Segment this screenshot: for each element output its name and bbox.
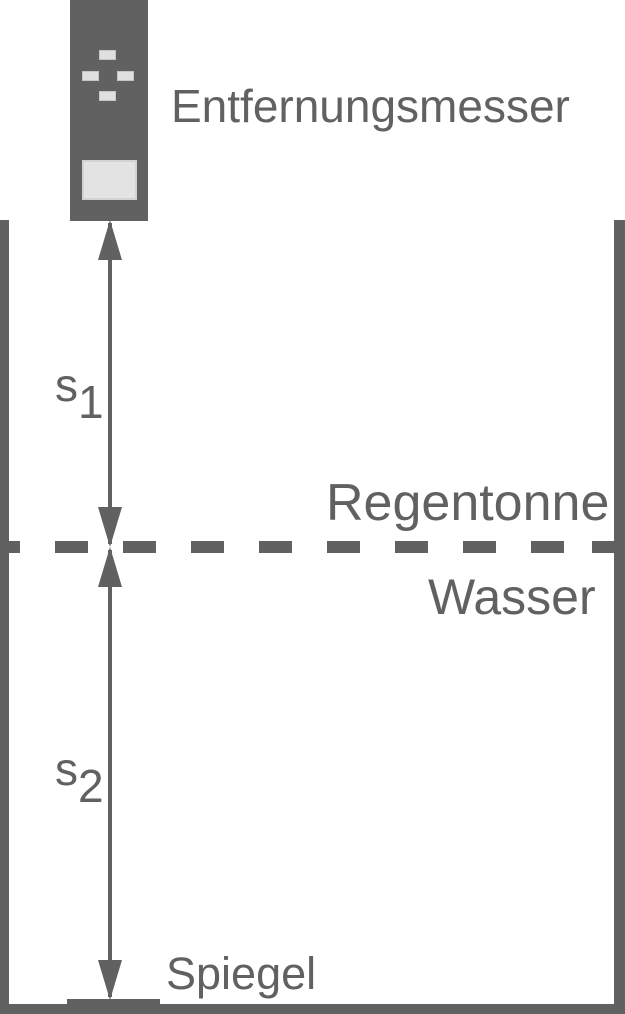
mirror	[67, 999, 160, 1005]
s2-subscript: 2	[78, 760, 104, 812]
s2-label: s2	[55, 743, 104, 809]
arrow-shaft	[108, 223, 112, 544]
barrel-bottom	[0, 1004, 625, 1014]
arrow-shaft	[108, 550, 112, 997]
device-button-left	[82, 71, 99, 81]
rangefinder-device-icon	[70, 0, 148, 221]
rangefinder-label: Entfernungsmesser	[171, 80, 570, 132]
water-surface-dashed-line	[9, 541, 614, 553]
device-button-right	[117, 71, 134, 81]
s1-measure-arrow	[97, 220, 123, 547]
s1-subscript: 1	[78, 376, 104, 428]
s2-base: s	[55, 743, 78, 795]
device-lens	[82, 160, 137, 200]
s2-measure-arrow	[97, 547, 123, 1000]
barrel-wall-right	[614, 220, 625, 1014]
device-button-top	[99, 50, 116, 60]
s1-base: s	[55, 359, 78, 411]
wasser-label: Wasser	[428, 569, 596, 625]
barrel-wall-left	[0, 220, 9, 1014]
spiegel-label: Spiegel	[166, 948, 317, 999]
regentonne-label: Regentonne	[326, 474, 610, 532]
device-button-bottom	[99, 91, 116, 101]
arrowhead-down-icon	[97, 507, 122, 547]
s1-label: s1	[55, 359, 104, 425]
arrowhead-down-icon	[97, 960, 122, 1000]
